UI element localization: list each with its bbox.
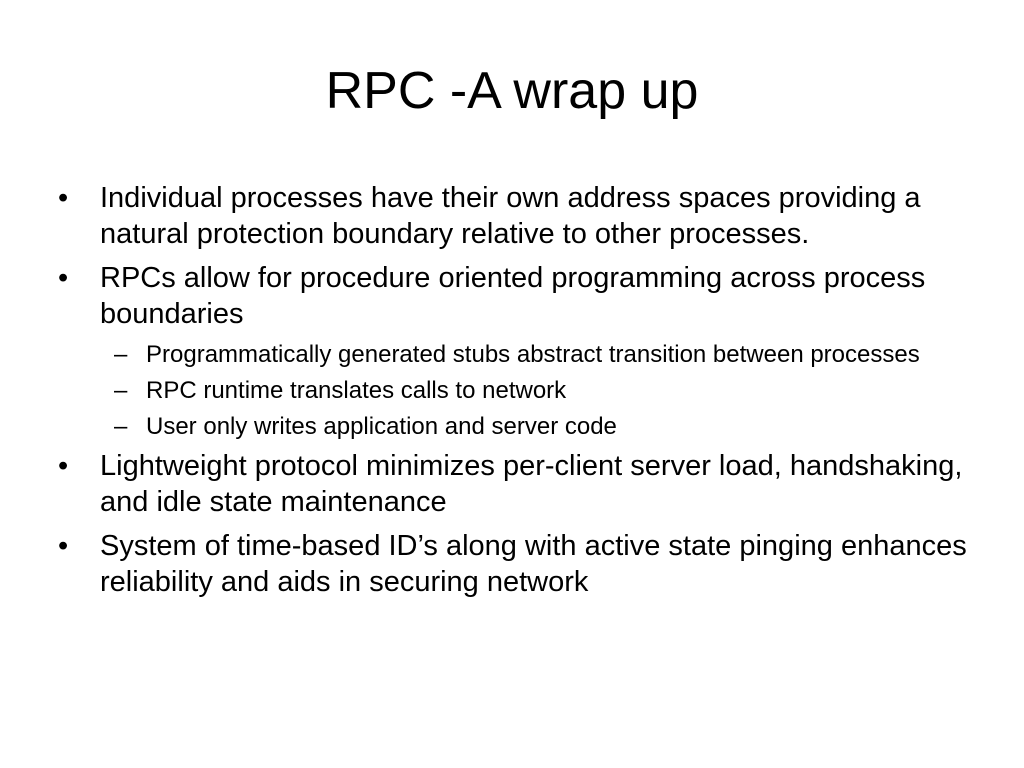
- slide-title: RPC -A wrap up: [325, 62, 699, 120]
- bullet-item: • System of time-based ID’s along with a…: [58, 528, 978, 600]
- sub-bullet-text: Programmatically generated stubs abstrac…: [146, 341, 920, 368]
- dash-marker-icon: –: [114, 413, 128, 440]
- bullet-marker-icon: •: [58, 182, 69, 214]
- bullet-item: • Individual processes have their own ad…: [58, 180, 978, 252]
- bullet-marker-icon: •: [58, 450, 69, 482]
- bullet-item: • RPCs allow for procedure oriented prog…: [58, 260, 978, 332]
- bullet-text: System of time-based ID’s along with act…: [100, 530, 967, 598]
- sub-bullet-text: User only writes application and server …: [146, 413, 617, 440]
- bullet-text: Individual processes have their own addr…: [100, 182, 921, 250]
- bullet-marker-icon: •: [58, 262, 69, 294]
- bullet-marker-icon: •: [58, 530, 69, 562]
- bullet-text: RPCs allow for procedure oriented progra…: [100, 262, 926, 330]
- bullet-text: Lightweight protocol minimizes per-clien…: [100, 450, 963, 518]
- bullet-list: • Individual processes have their own ad…: [58, 180, 978, 608]
- dash-marker-icon: –: [114, 377, 128, 404]
- dash-marker-icon: –: [114, 341, 128, 368]
- bullet-item: • Lightweight protocol minimizes per-cli…: [58, 448, 978, 520]
- sub-bullet-list: – Programmatically generated stubs abstr…: [58, 340, 978, 442]
- sub-bullet-item: – RPC runtime translates calls to networ…: [58, 376, 978, 406]
- sub-bullet-text: RPC runtime translates calls to network: [146, 377, 567, 404]
- sub-bullet-item: – Programmatically generated stubs abstr…: [58, 340, 978, 370]
- sub-bullet-item: – User only writes application and serve…: [58, 412, 978, 442]
